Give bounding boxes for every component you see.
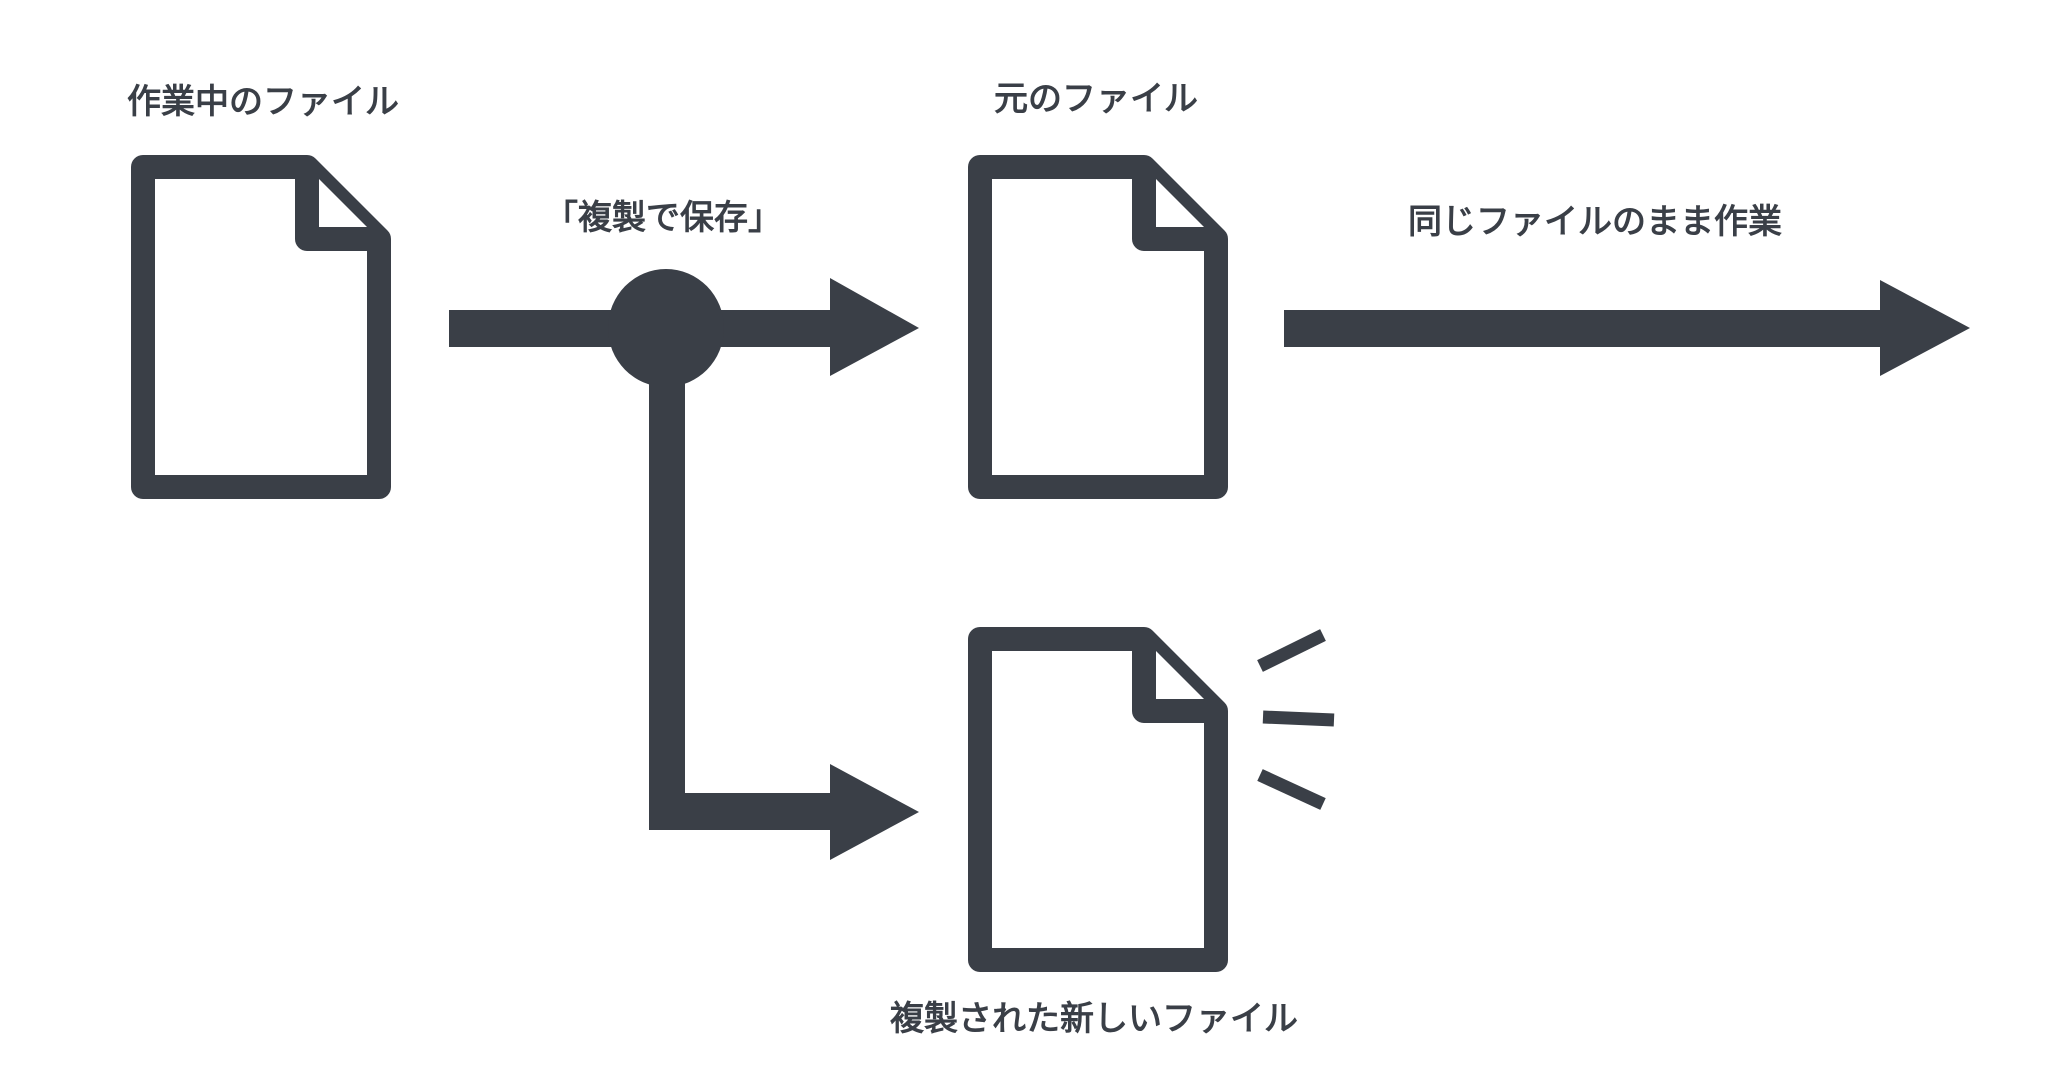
sparkle-lines-icon bbox=[1257, 629, 1335, 810]
arrowhead-to-original bbox=[830, 278, 919, 376]
label-save-as-copy: 「複製で保存」 bbox=[544, 199, 782, 237]
flow-line-branch-horizontal bbox=[649, 793, 849, 830]
label-working-file: 作業中のファイル bbox=[127, 83, 399, 121]
label-original-file: 元のファイル bbox=[994, 80, 1198, 118]
new-copied-file-icon bbox=[968, 627, 1228, 972]
flow-line-branch-vertical bbox=[649, 328, 685, 830]
arrowhead-continue bbox=[1880, 280, 1970, 376]
flow-line-continue bbox=[1284, 310, 1894, 347]
arrowhead-to-copy bbox=[830, 764, 919, 860]
original-file-icon bbox=[968, 155, 1228, 499]
label-new-copied-file: 複製された新しいファイル bbox=[890, 1000, 1298, 1038]
label-continue-same-file: 同じファイルのまま作業 bbox=[1408, 203, 1782, 241]
working-file-icon bbox=[131, 155, 391, 499]
